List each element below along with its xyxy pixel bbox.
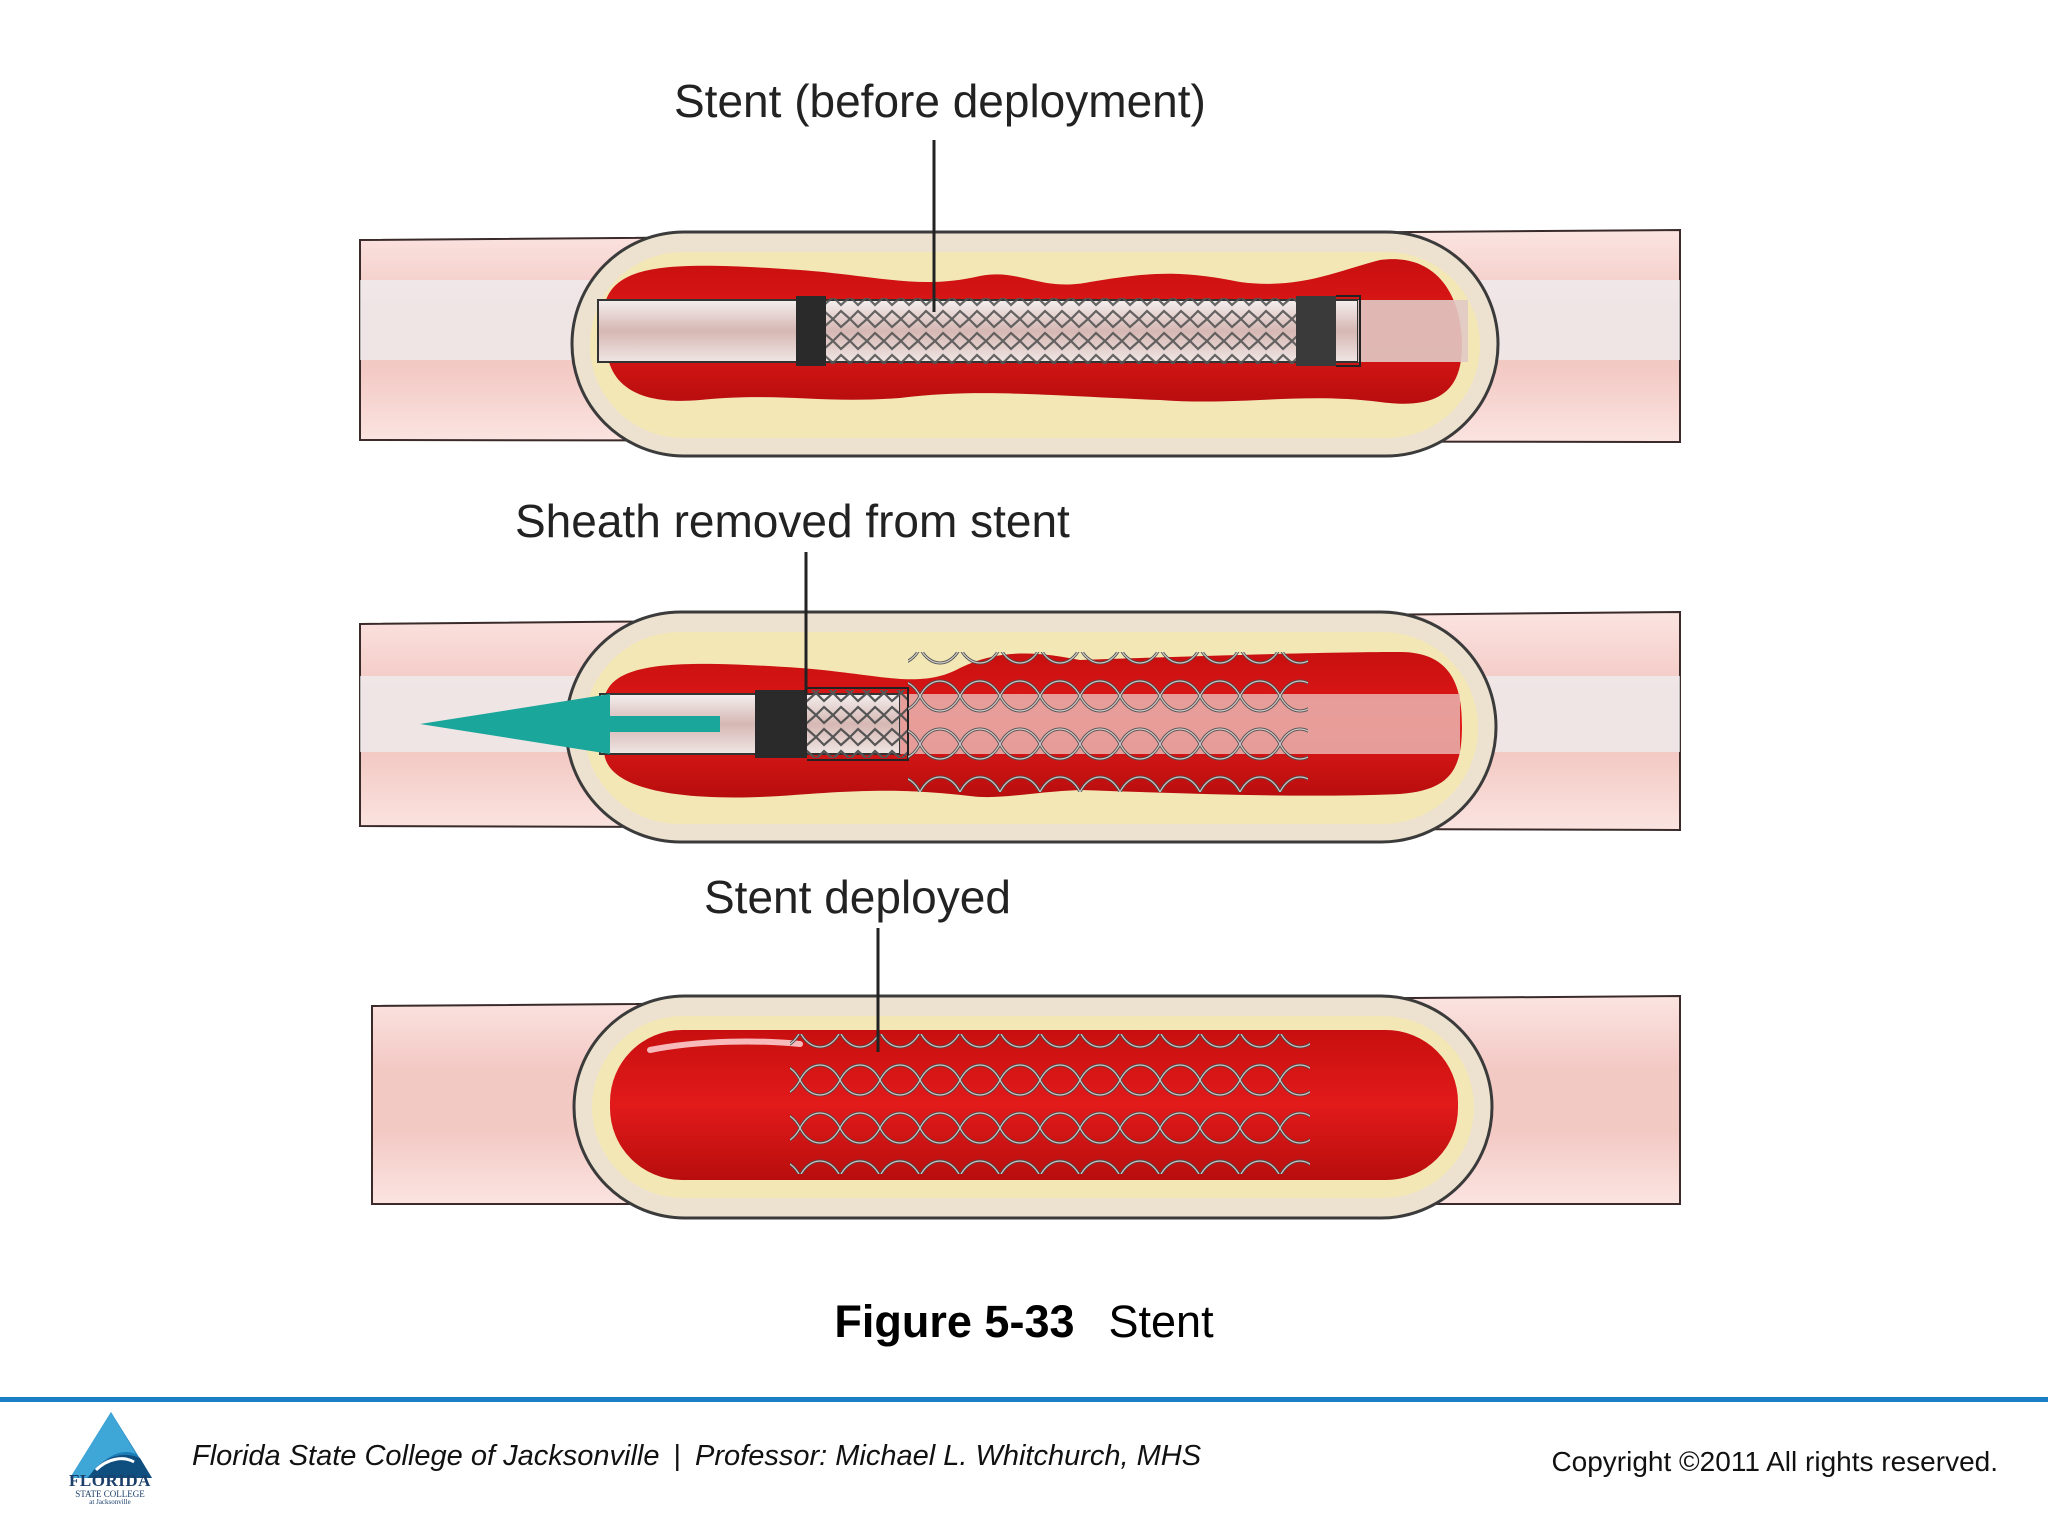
panel-sheath-removed: [359, 552, 1681, 844]
withdraw-arrow: [420, 694, 720, 754]
figure-caption: Figure 5-33 Stent: [0, 1296, 2048, 1348]
label-stent-before-deployment: Stent (before deployment): [674, 75, 1206, 127]
stent-diagram: [359, 140, 1681, 1220]
figure-title: Stent: [1108, 1296, 1214, 1347]
logo-line-1: FLORIDA: [69, 1471, 151, 1490]
panel-stent-deployed: [371, 928, 1681, 1220]
logo-line-3: at Jacksonville: [89, 1498, 131, 1507]
college-logo-icon: [70, 1412, 152, 1478]
figure-number: Figure 5-33: [834, 1296, 1075, 1347]
footer-professor: Professor: Michael L. Whitchurch, MHS: [695, 1440, 1202, 1472]
footer-separator: |: [673, 1440, 682, 1472]
footer-rule: [0, 1397, 2048, 1402]
label-stent-deployed: Stent deployed: [704, 871, 1011, 923]
footer-attribution: Florida State College of Jacksonville | Pr…: [192, 1440, 1201, 1473]
label-sheath-removed: Sheath removed from stent: [515, 495, 1070, 547]
footer-copyright: Copyright ©2011 All rights reserved.: [1551, 1446, 1998, 1477]
logo-text: FLORIDA STATE COLLEGE at Jacksonville: [60, 1472, 160, 1507]
footer-institution: Florida State College of Jacksonville: [192, 1440, 660, 1472]
panel-before-deployment: [359, 140, 1681, 458]
logo-line-2: STATE COLLEGE: [75, 1488, 145, 1499]
